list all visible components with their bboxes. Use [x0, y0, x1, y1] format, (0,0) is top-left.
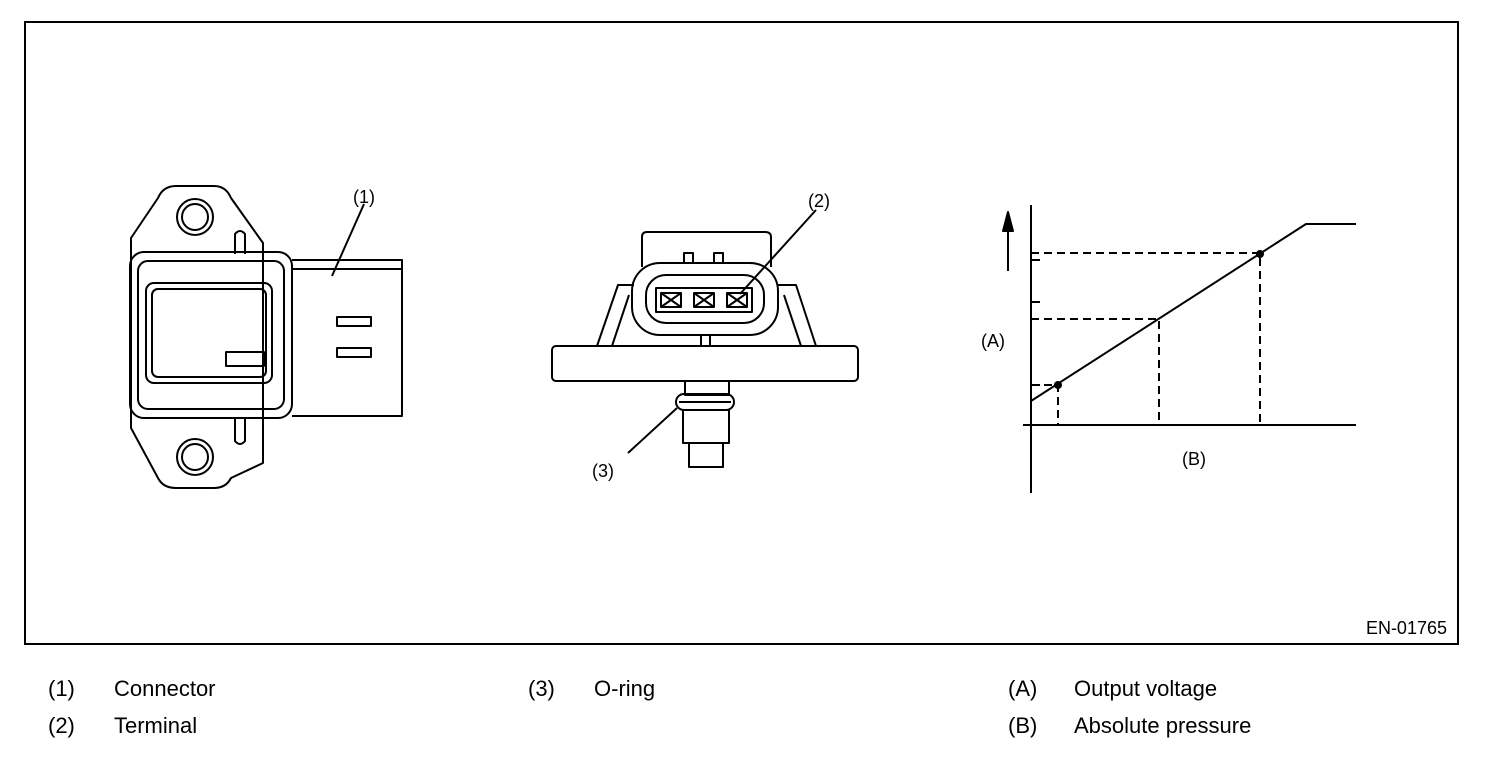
legend: (1) Connector (2) Terminal (3) O-ring (A) Ou…: [0, 676, 1504, 756]
y-axis-arrow-icon: [1002, 211, 1014, 232]
mounting-flange: [130, 185, 264, 489]
nozzle-body: [682, 409, 730, 444]
callout-line-connector: [331, 203, 365, 277]
label-plate: [225, 351, 265, 367]
side-strut-left: [596, 284, 634, 347]
lock-tab: [700, 334, 711, 347]
legend-column-1: (1) Connector (2) Terminal: [48, 676, 216, 750]
nozzle-tip: [688, 442, 724, 468]
legend-text: Output voltage: [1074, 676, 1218, 701]
legend-code: (2): [48, 713, 75, 738]
legend-item: (A) Output voltage: [1008, 676, 1251, 713]
terminal-shroud-inner: [645, 274, 765, 324]
callout-label-oring: (3): [592, 461, 614, 481]
figure-frame: (1) (2) (3) (A) (B) EN-01765: [24, 21, 1459, 645]
sensor-window-inner: [151, 288, 267, 378]
legend-code: (3): [528, 676, 555, 701]
connector-slot-lower: [336, 347, 372, 358]
legend-item: (3) O-ring: [528, 676, 655, 713]
sensor-body: [129, 251, 293, 419]
sensor-front-view: [129, 185, 403, 489]
legend-text: Absolute pressure: [1074, 713, 1252, 738]
top-mounting-hole-icon: [176, 198, 214, 236]
legend-code: (A): [1008, 676, 1038, 701]
guide-high-point: [1031, 252, 1261, 425]
bottom-rib: [234, 418, 246, 445]
side-strut-right-inner: [783, 294, 802, 347]
figure-id: EN-01765: [1365, 618, 1447, 638]
legend-code: (B): [1008, 713, 1038, 738]
callout-label-terminal: (2): [808, 191, 830, 211]
sensor-body-inner: [137, 260, 285, 410]
legend-column-3: (A) Output voltage (B) Absolute pressure: [1008, 676, 1251, 750]
terminal-pin-3: [726, 292, 748, 308]
legend-item: (1) Connector: [48, 676, 216, 713]
legend-item: (2) Terminal: [48, 713, 216, 750]
sensor-window: [145, 282, 273, 384]
terminal-pin-1-mark: [660, 292, 682, 308]
legend-text: Connector: [114, 676, 216, 701]
nozzle-neck: [684, 380, 730, 396]
mounting-base: [551, 345, 859, 382]
legend-text: Terminal: [114, 713, 198, 738]
graph-x-axis-label: (B): [1182, 449, 1206, 469]
terminal-pin-3-mark: [726, 292, 748, 308]
legend-column-2: (3) O-ring: [528, 676, 655, 713]
top-rib: [234, 230, 246, 254]
top-mounting-hole-inner: [181, 203, 209, 231]
terminal-pin-2-mark: [693, 292, 715, 308]
legend-code: (1): [48, 676, 75, 701]
terminal-pin-2: [693, 292, 715, 308]
connector-housing: [292, 259, 403, 417]
terminal-frame: [655, 287, 753, 313]
connector-slot-upper: [336, 316, 372, 327]
hood-latch-right: [713, 252, 724, 264]
callout-line-terminal: [739, 209, 817, 295]
guide-low-point: [1031, 384, 1059, 425]
terminal-pin-1: [660, 292, 682, 308]
callout-line-oring: [627, 407, 678, 454]
figure-drawing: (1) (2) (3) (A) (B): [129, 185, 1356, 493]
bottom-mounting-hole-icon: [176, 438, 214, 476]
characteristic-graph: [1002, 205, 1356, 493]
legend-text: O-ring: [594, 676, 656, 701]
data-point-high: [1256, 250, 1264, 258]
guide-mid-point: [1031, 318, 1160, 425]
output-characteristic-line: [1030, 223, 1356, 402]
data-point-low: [1054, 381, 1062, 389]
side-strut-left-inner: [611, 294, 630, 347]
sensor-side-view: [551, 209, 859, 468]
side-strut-right: [778, 284, 817, 347]
connector-hood: [641, 231, 772, 267]
graph-y-axis-label: (A): [981, 331, 1005, 351]
callout-label-connector: (1): [353, 187, 375, 207]
hood-latch-left: [683, 252, 694, 264]
bottom-mounting-hole-inner: [181, 443, 209, 471]
legend-item: (B) Absolute pressure: [1008, 713, 1251, 750]
